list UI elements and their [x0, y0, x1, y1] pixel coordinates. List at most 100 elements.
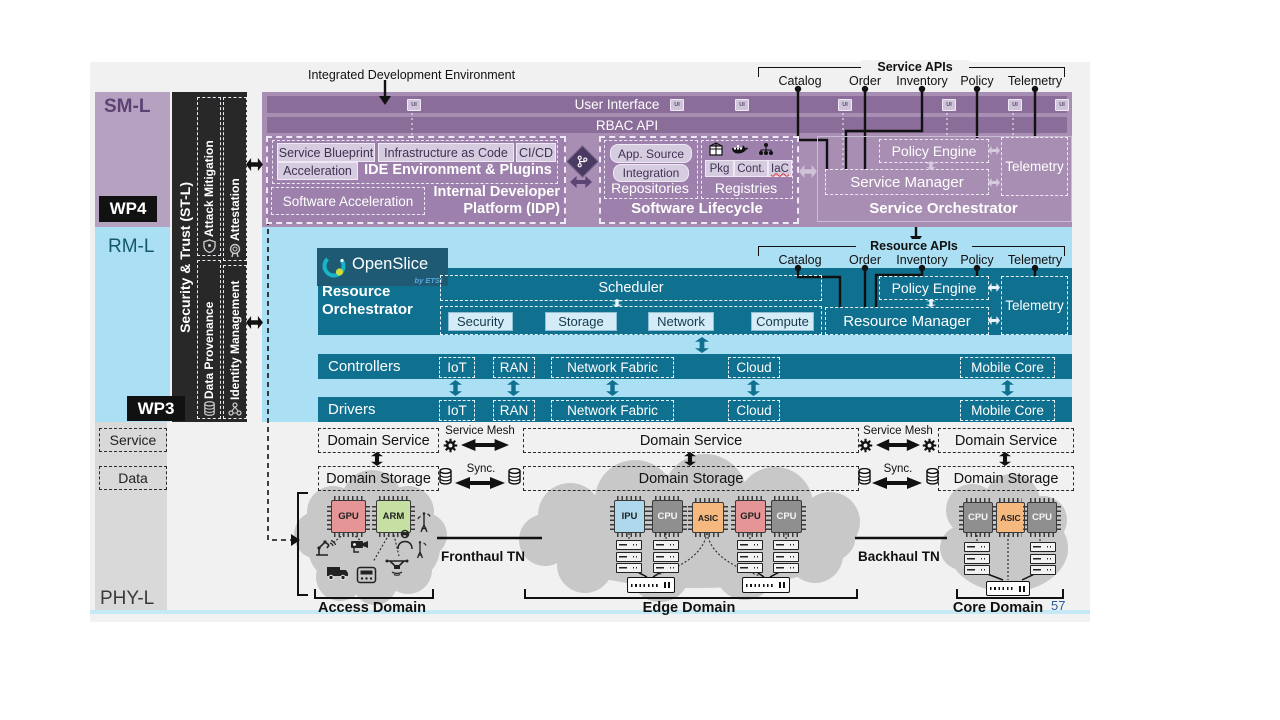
resource-api-inventory: Inventory: [896, 253, 948, 267]
chip-label: ASIC: [697, 512, 719, 523]
ui-icon: UI: [735, 99, 749, 111]
app-source-button: App. Source: [610, 144, 692, 163]
controller-cloud-label: Cloud: [736, 360, 772, 375]
orchestrator-controllers-arrow: [695, 337, 709, 353]
attack-mitigation-label: Attack Mitigation: [202, 140, 216, 237]
repositories-box: [604, 140, 698, 199]
robot-arm-icon: [314, 536, 336, 558]
attack-mitigation-box: Attack Mitigation: [197, 97, 221, 256]
rbac-api-label: RBAC API: [595, 117, 659, 133]
driver-nf-label: Network Fabric: [567, 403, 658, 418]
chip-label: ARM: [382, 511, 405, 522]
user-interface-label: User Interface: [574, 97, 660, 112]
chip-ipu-edge: IPU: [610, 496, 649, 537]
server-rack: [773, 540, 799, 573]
driver-iot-label: IoT: [447, 403, 467, 418]
ui-icon: UI: [838, 99, 852, 111]
controllers-label: Controllers: [328, 358, 401, 375]
git-branch-icon: [566, 145, 599, 178]
resource-api-policy: Policy: [960, 253, 994, 267]
service-apis-title: Service APIs: [861, 60, 969, 74]
rbac-api-bar: RBAC API: [267, 117, 987, 133]
resource-api-catalog: Catalog: [778, 253, 822, 267]
ide-top-label: Integrated Development Environment: [308, 68, 516, 82]
controller-ran: RAN: [493, 357, 535, 378]
page-number: 57: [1051, 598, 1066, 613]
layer-label-phy: PHY-L: [100, 588, 155, 609]
data-provenance-box: Data Provenance: [197, 260, 221, 419]
domain-storage-label: Domain Storage: [638, 470, 744, 487]
ctrl-driver-arrow: [449, 380, 462, 396]
sync-label-right: Sync.: [883, 462, 913, 475]
rm-layer-band: [95, 227, 170, 422]
security-button: Security: [448, 312, 513, 331]
resource-api-order: Order: [849, 253, 881, 267]
domain-service-edge: Domain Service: [523, 428, 859, 453]
telemetry-box-sm: Telemetry: [1001, 137, 1068, 196]
layer-label-sm: SM-L: [104, 96, 151, 117]
controller-mc-label: Mobile Core: [971, 360, 1044, 375]
ide-environment-label: IDE Environment & Plugins: [364, 162, 552, 178]
access-domain-bracket: [314, 589, 434, 599]
chip-label: GPU: [338, 511, 359, 522]
attestation-box: Attestation: [223, 97, 247, 261]
rm-telemetry-arrow: [988, 316, 1000, 325]
service-api-catalog: Catalog: [778, 74, 822, 88]
service-storage-arrow: [371, 452, 383, 466]
resource-manager-label: Resource Manager: [843, 312, 971, 330]
chip-cpu2-edge: CPU: [767, 496, 806, 537]
software-acceleration-box: Software Acceleration: [271, 187, 425, 215]
chip-cpu-core: CPU: [959, 498, 997, 537]
service-storage-arrow: [999, 452, 1011, 466]
antenna-icon: [417, 511, 435, 533]
core-domain-label: Core Domain: [952, 599, 1044, 616]
server-rack: [616, 540, 642, 573]
security-column-bg: [172, 92, 247, 422]
integration-button: Integration: [613, 164, 689, 182]
fronthaul-label: Fronthaul TN: [441, 549, 525, 564]
controller-network-fabric: Network Fabric: [551, 357, 674, 378]
service-orchestrator-box: [817, 136, 1072, 222]
iac-button: IaC: [768, 160, 792, 177]
service-mesh-label-left: Service Mesh: [445, 425, 515, 437]
driver-ran: RAN: [493, 400, 535, 421]
controller-mobile-core: Mobile Core: [960, 357, 1055, 378]
drivers-bar-bg: [318, 397, 1072, 422]
ui-icon-text: UI: [739, 102, 745, 108]
service-manager-box: Service Manager: [825, 169, 989, 195]
edge-domain-bracket: [524, 589, 858, 599]
control-panel-icon: [356, 566, 377, 584]
scheduler-services-arrow: [612, 299, 622, 307]
service-blueprint-button: Service Blueprint: [277, 143, 375, 162]
registries-label: Registries: [714, 179, 778, 196]
openslice-name: OpenSlice: [352, 255, 429, 273]
cicd-button: CI/CD: [516, 143, 556, 162]
resource-api-telemetry: Telemetry: [1007, 253, 1063, 267]
truck-icon: [326, 564, 350, 581]
attestation-medal-icon: [228, 243, 242, 258]
chip-label: ASIC: [1000, 512, 1021, 523]
ui-icon-text: UI: [946, 102, 952, 108]
ctrl-driver-arrow: [747, 380, 760, 396]
network-switch: [742, 577, 790, 593]
policy-engine-box-sm: Policy Engine: [879, 139, 989, 163]
driver-mc-label: Mobile Core: [971, 403, 1044, 418]
network-switch: [986, 581, 1030, 596]
domain-service-core: Domain Service: [938, 428, 1074, 453]
pe-telemetry-arrow-rm: [988, 283, 1000, 292]
telemetry-box-rm: Telemetry: [1001, 276, 1068, 335]
driver-mobile-core: Mobile Core: [960, 400, 1055, 421]
controller-cloud: Cloud: [728, 357, 780, 378]
identity-management-box: Identity Management: [223, 265, 247, 419]
policy-engine-box-rm: Policy Engine: [879, 276, 989, 300]
ui-icon: UI: [942, 99, 956, 111]
telemetry-label: Telemetry: [1005, 159, 1064, 174]
sync-database-icon: [858, 468, 871, 485]
sync-label-left: Sync.: [466, 462, 496, 475]
domain-storage-label: Domain Storage: [326, 470, 431, 487]
ui-icon: UI: [407, 99, 421, 111]
ui-icon-text: UI: [1012, 102, 1018, 108]
drivers-label: Drivers: [328, 401, 376, 418]
security-sm-arrow: [246, 158, 263, 171]
